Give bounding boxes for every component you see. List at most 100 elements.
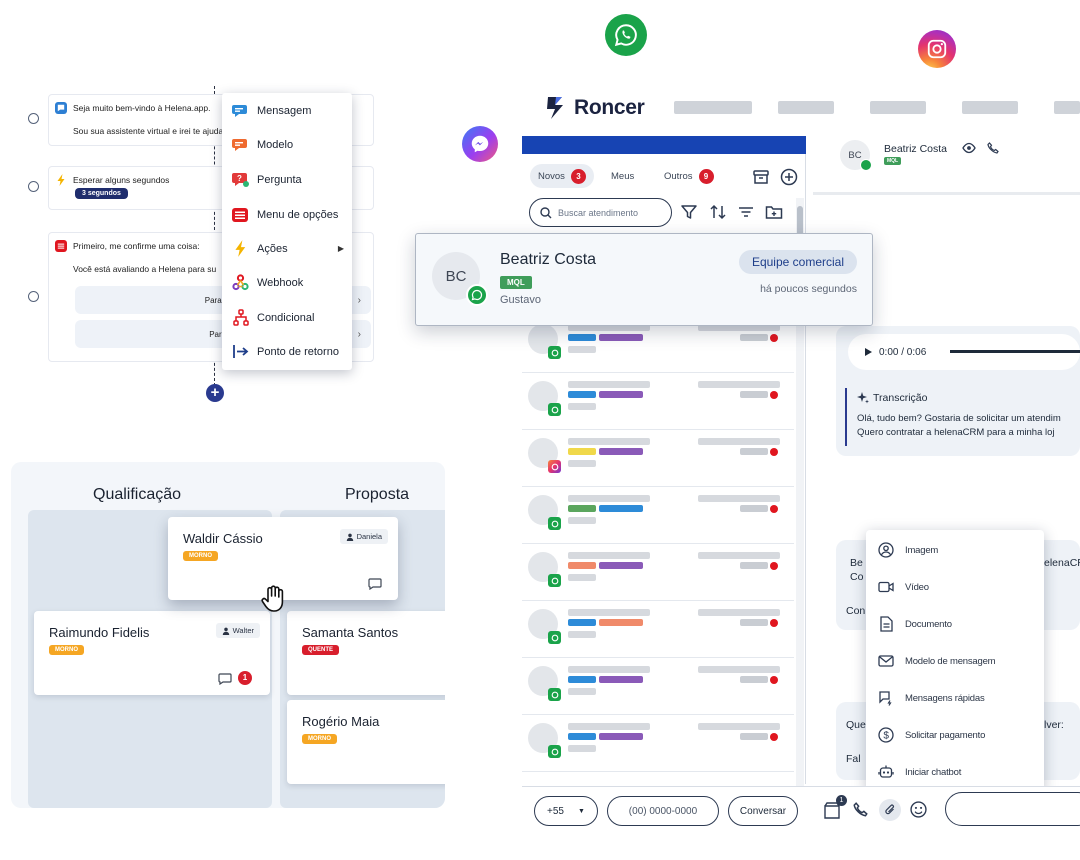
deal-card-dragging[interactable]: Waldir Cássio MORNO Daniela [168, 517, 398, 600]
whatsapp-icon [466, 284, 488, 306]
eye-icon[interactable] [962, 142, 976, 154]
conversation-row[interactable] [522, 715, 794, 772]
name-placeholder [568, 495, 650, 502]
tab-meus[interactable]: Meus [603, 164, 642, 188]
flow-text: Seja muito bem-vindo à Helena.app. [73, 103, 211, 113]
tab-novos[interactable]: Novos 3 [530, 164, 594, 188]
panel-accent-bar [522, 136, 806, 154]
conversation-row[interactable] [522, 373, 794, 430]
add-icon[interactable] [780, 168, 798, 186]
attach-item-imagem[interactable]: Imagem [878, 542, 938, 558]
menu-item-modelo[interactable]: Modelo [232, 136, 344, 153]
attach-item-iniciar-chatbot[interactable]: Iniciar chatbot [878, 764, 961, 780]
conversation-row[interactable] [522, 430, 794, 487]
nav-placeholder[interactable] [962, 101, 1018, 114]
time-placeholder [698, 438, 780, 445]
deal-card[interactable]: Raimundo Fidelis MORNO Walter 1 [34, 611, 270, 695]
phone-icon[interactable] [853, 802, 868, 817]
sort-icon[interactable] [709, 203, 727, 221]
dollar-icon: $ [878, 727, 894, 743]
attachment-count-badge: 1 [836, 795, 847, 806]
message-fragment: Co [850, 571, 864, 583]
add-block-button[interactable]: + [206, 384, 224, 402]
deal-card[interactable]: Samanta Santos QUENTE [287, 611, 445, 695]
message-input[interactable] [945, 792, 1080, 826]
unread-dot [770, 505, 778, 513]
temperature-tag: MORNO [183, 551, 218, 561]
messenger-icon [462, 126, 498, 162]
archive-icon[interactable] [752, 168, 770, 186]
conversation-row[interactable] [522, 658, 794, 715]
menu-item-label: Condicional [257, 311, 315, 324]
attach-button[interactable] [879, 799, 901, 821]
menu-item-pergunta[interactable]: ? Pergunta [232, 171, 344, 188]
tag-placeholder [599, 733, 643, 740]
tag-placeholder [568, 391, 596, 398]
scrollbar-track[interactable] [796, 198, 804, 786]
unread-dot [770, 676, 778, 684]
video-icon [878, 579, 894, 595]
attach-item-video[interactable]: Vídeo [878, 579, 929, 595]
search-input[interactable]: Buscar atendimento [529, 198, 672, 227]
attach-item-documento[interactable]: Documento [878, 616, 952, 632]
new-conversation-card[interactable]: BC Beatriz Costa MQL Gustavo Equipe come… [415, 233, 873, 326]
lightning-icon [232, 240, 249, 257]
message-fragment: Fal [846, 753, 861, 765]
lead-tag: MQL [500, 276, 532, 289]
sparkle-icon [857, 392, 869, 404]
list-filter-icon[interactable] [737, 203, 755, 221]
folder-add-icon[interactable] [765, 203, 783, 221]
meta-placeholder [740, 505, 768, 512]
tab-label: Meus [611, 170, 635, 182]
owner-name: Walter [232, 626, 254, 635]
flow-node-handle[interactable] [28, 113, 39, 124]
conversation-row[interactable] [522, 601, 794, 658]
attach-item-solicitar-pagamento[interactable]: $ Solicitar pagamento [878, 727, 985, 743]
owner-name: Daniela [356, 532, 382, 541]
roncer-logo-icon [547, 97, 563, 119]
nav-placeholder[interactable] [870, 101, 926, 114]
start-conversation-button[interactable]: Conversar [728, 796, 798, 826]
transcription-line: Quero contratar a helenaCRM para a minha… [857, 427, 1055, 438]
country-code-select[interactable]: +55 ▼ [534, 796, 598, 826]
play-icon[interactable] [864, 347, 873, 357]
message-fragment: Que [846, 719, 866, 731]
menu-item-webhook[interactable]: Webhook [232, 274, 344, 291]
whatsapp-icon [548, 517, 561, 530]
attach-item-modelo-mensagem[interactable]: Modelo de mensagem [878, 653, 996, 669]
audio-progress-track[interactable] [950, 350, 1080, 353]
webhook-icon [232, 274, 249, 291]
nav-placeholder[interactable] [1054, 101, 1080, 114]
audio-player[interactable]: 0:00 / 0:06 [848, 334, 1080, 370]
flow-node-handle[interactable] [28, 291, 39, 302]
tag-placeholder [599, 562, 643, 569]
time-placeholder [698, 723, 780, 730]
whatsapp-icon [548, 688, 561, 701]
attach-item-label: Mensagens rápidas [905, 692, 985, 704]
menu-item-condicional[interactable]: Condicional [232, 309, 344, 326]
emoji-icon[interactable] [910, 801, 927, 818]
menu-item-ponto-retorno[interactable]: Ponto de retorno [232, 343, 344, 360]
phone-icon[interactable] [987, 142, 999, 154]
attach-item-mensagens-rapidas[interactable]: Mensagens rápidas [878, 690, 985, 706]
grab-cursor-icon [261, 585, 284, 612]
unread-dot [770, 448, 778, 456]
nav-placeholder[interactable] [778, 101, 834, 114]
deal-card[interactable]: Rogério Maia MORNO [287, 700, 445, 784]
temperature-tag: MORNO [49, 645, 84, 655]
unread-count-badge: 1 [238, 671, 252, 685]
tab-outros[interactable]: Outros 9 [656, 164, 722, 188]
menu-item-acoes[interactable]: Ações ▶ [232, 240, 344, 257]
tab-label: Outros [664, 170, 693, 182]
menu-item-menu-opcoes[interactable]: Menu de opções [232, 206, 344, 223]
chevron-right-icon: › [357, 328, 361, 340]
conversation-row[interactable] [522, 487, 794, 544]
phone-input[interactable]: (00) 0000-0000 [607, 796, 719, 826]
filter-icon[interactable] [680, 203, 698, 221]
nav-placeholder[interactable] [674, 101, 752, 114]
flow-node-handle[interactable] [28, 181, 39, 192]
message-fragment: Con [846, 605, 866, 617]
menu-item-mensagem[interactable]: Mensagem [232, 102, 344, 119]
conversation-row[interactable] [522, 544, 794, 601]
scrollbar-thumb[interactable] [797, 206, 803, 236]
